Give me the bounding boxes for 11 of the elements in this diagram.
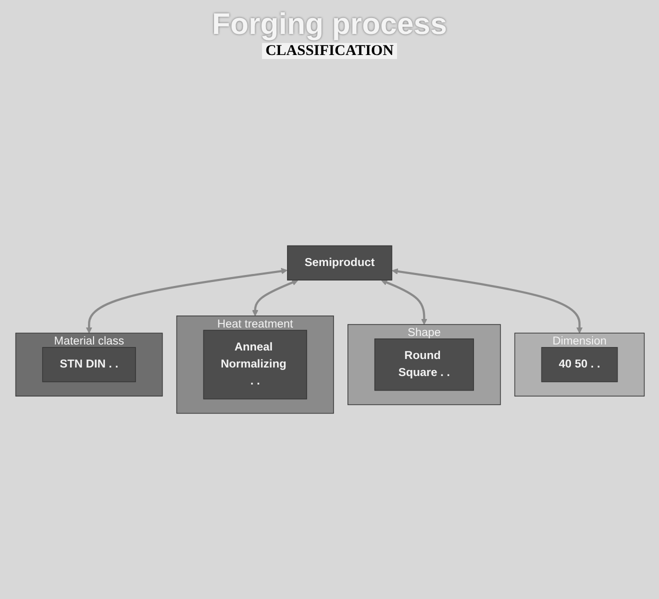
node-box: Anneal Normalizing . . <box>202 330 307 400</box>
arrow <box>252 279 298 316</box>
node-box: 40 50 . . <box>540 347 618 382</box>
subtitle: CLASSIFICATION <box>262 43 397 59</box>
node-box: Round Square . . <box>374 338 474 391</box>
node-box: STN DIN . . <box>42 347 136 382</box>
arrow <box>380 279 427 325</box>
title: Forging process <box>212 8 448 42</box>
arrow <box>391 268 582 334</box>
arrow <box>85 268 287 334</box>
node-box: Semiproduct <box>286 245 392 280</box>
